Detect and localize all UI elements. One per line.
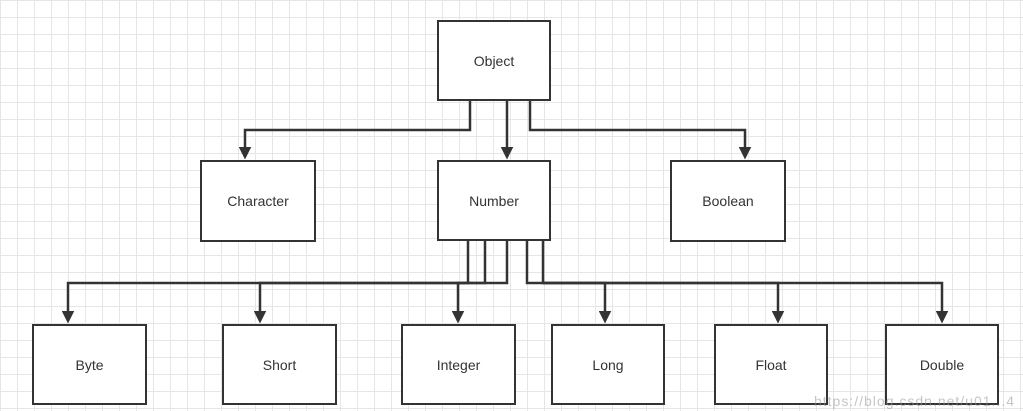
node-label: Short (262, 356, 297, 373)
node-object: Object (437, 20, 551, 101)
node-integer: Integer (401, 324, 516, 405)
node-label: Float (755, 356, 787, 373)
edge-number-long (525, 241, 612, 324)
node-float: Float (714, 324, 828, 405)
edge-number-integer (451, 241, 509, 324)
node-label: Character (227, 193, 289, 209)
node-character: Character (200, 160, 316, 242)
node-number: Number (437, 160, 551, 241)
node-label: Long (592, 356, 624, 373)
edge-number-float (541, 241, 785, 324)
node-label: Byte (75, 356, 104, 373)
watermark-text: https://blog.csdn.net/u01...4 (813, 393, 1015, 409)
node-label: Number (469, 192, 519, 209)
node-double: Double (885, 324, 999, 405)
edge-object-character (238, 101, 472, 160)
node-label: Integer (436, 356, 481, 373)
node-label: Object (473, 52, 515, 69)
edge-number-byte (61, 241, 470, 324)
node-byte: Byte (32, 324, 147, 405)
edge-number-double (543, 281, 949, 324)
edge-number-short (253, 241, 487, 324)
node-label: Double (919, 356, 965, 373)
edge-object-boolean (528, 101, 752, 160)
node-label: Boolean (702, 193, 754, 209)
node-long: Long (551, 324, 665, 405)
node-boolean: Boolean (670, 160, 786, 242)
node-short: Short (222, 324, 337, 405)
